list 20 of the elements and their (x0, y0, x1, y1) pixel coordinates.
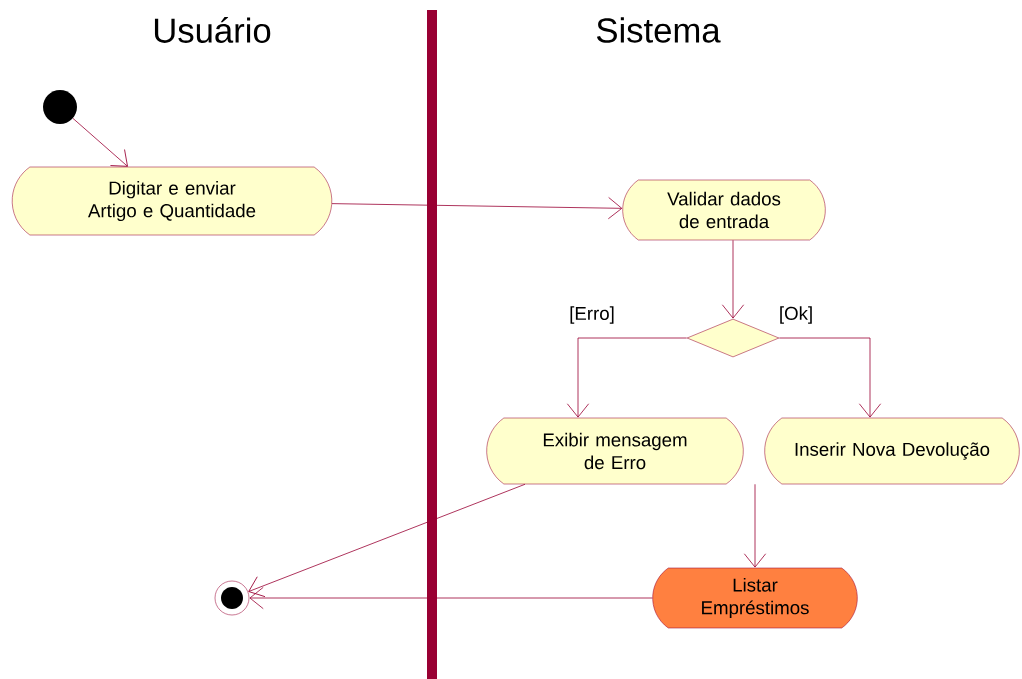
decision-diamond (686, 318, 780, 358)
arrow (566, 337, 688, 418)
initial-node (43, 90, 77, 124)
arrow (331, 197, 623, 220)
arrow (249, 586, 653, 610)
final-node (214, 580, 250, 616)
action-box: Exibir mensagem de Erro (486, 417, 744, 485)
arrow (721, 239, 745, 319)
action-box: Listar Empréstimos (652, 567, 858, 629)
action-box: Inserir Nova Devolução (764, 417, 1020, 485)
action-box: Digitar e enviar Artigo e Quantidade (11, 166, 333, 236)
action-box: Validar dados de entrada (622, 179, 826, 241)
arrow (778, 337, 882, 418)
arrow (248, 483, 526, 598)
lane-title: Usuário (154, 17, 271, 43)
arrow (72, 118, 128, 167)
edge-label: [Ok] (780, 306, 812, 324)
edge-label: [Erro] (570, 306, 614, 324)
lane-title: Sistema (596, 17, 721, 43)
arrow (743, 483, 767, 568)
